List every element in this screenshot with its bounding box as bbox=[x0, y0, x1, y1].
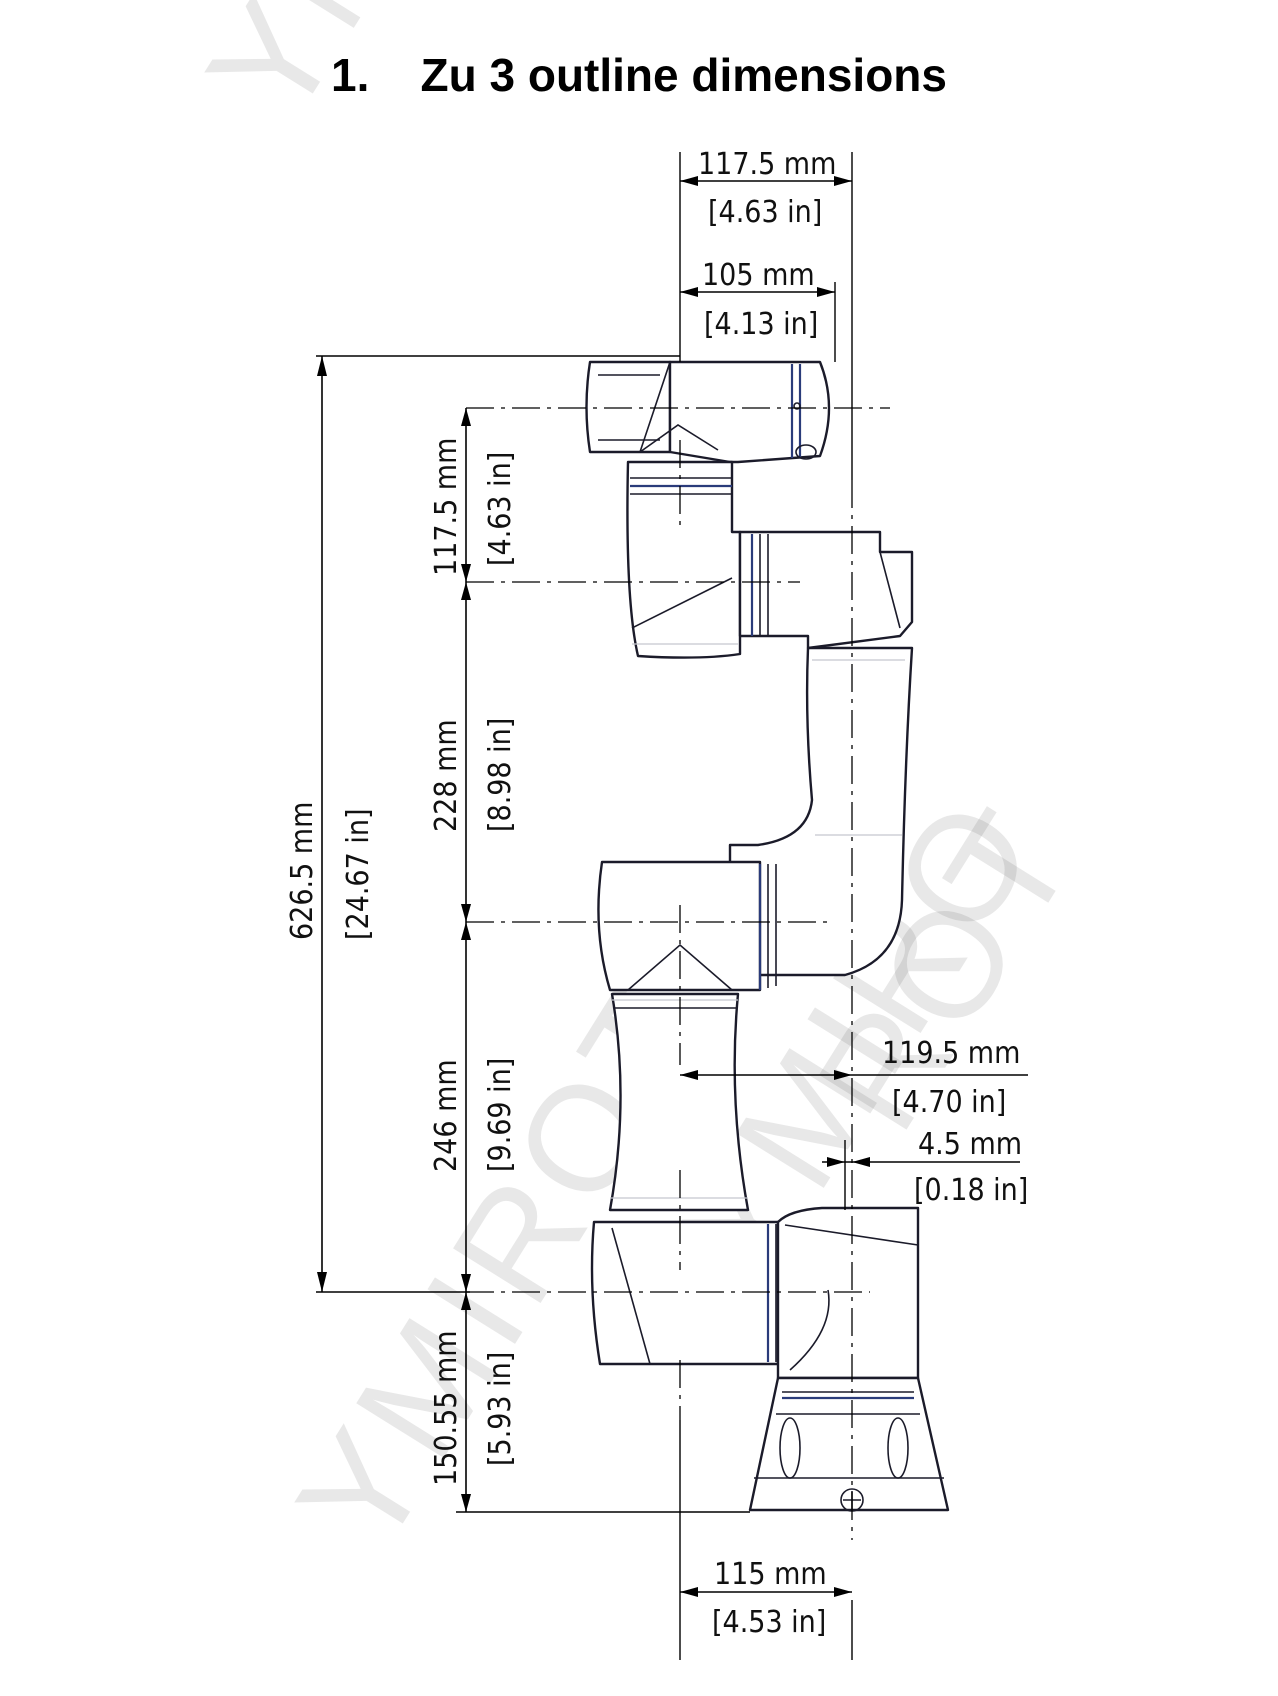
dim-total-height: 626.5 mm [24.67 in] bbox=[285, 356, 376, 1292]
lower-arm-link bbox=[608, 992, 750, 1212]
elbow-joint bbox=[597, 860, 762, 992]
center-lines bbox=[466, 407, 890, 1540]
shoulder-joint bbox=[590, 1220, 780, 1366]
dim-upper-segment-mm: 228 mm bbox=[429, 719, 464, 832]
page-title: 1. Zu 3 outline dimensions bbox=[0, 48, 1278, 102]
dim-base-offset-mm: 115 mm bbox=[714, 1557, 827, 1592]
dim-top-width-in: [4.63 in] bbox=[708, 195, 822, 230]
robot-arm bbox=[585, 360, 950, 1512]
end-joint bbox=[585, 360, 672, 454]
wrist-roll-joint bbox=[738, 530, 914, 650]
dim-base-segment-mm: 150.55 mm bbox=[429, 1330, 464, 1486]
dim-wrist-segment-mm: 117.5 mm bbox=[429, 438, 464, 576]
watermark-top: YM bbox=[175, 0, 445, 147]
dim-total-height-mm: 626.5 mm bbox=[285, 802, 320, 940]
dimension-lines: 117.5 mm [4.63 in] 105 mm [4.13 in] 626.… bbox=[285, 147, 1028, 1660]
dim-lower-segment-mm: 246 mm bbox=[429, 1059, 464, 1172]
dim-total-height-in: [24.67 in] bbox=[341, 809, 376, 940]
dim-upper-segment: 228 mm [8.98 in] bbox=[429, 582, 518, 922]
dim-upper-segment-in: [8.98 in] bbox=[483, 718, 518, 832]
dim-lower-segment-in: [9.69 in] bbox=[483, 1058, 518, 1172]
title-text: Zu 3 outline dimensions bbox=[420, 49, 947, 101]
dim-right-offset: 119.5 mm [4.70 in] bbox=[680, 1036, 1028, 1120]
title-number: 1. bbox=[331, 49, 370, 101]
dim-wrist-segment: 117.5 mm [4.63 in] bbox=[429, 408, 518, 582]
dim-top-inner-in: [4.13 in] bbox=[704, 307, 818, 342]
base-pedestal bbox=[748, 1376, 950, 1512]
dim-base-offset: 115 mm [4.53 in] bbox=[679, 1420, 853, 1660]
dim-base-segment: 150.55 mm [5.93 in] bbox=[429, 1292, 518, 1512]
dim-top-inner-mm: 105 mm bbox=[702, 258, 815, 293]
wrist-joint bbox=[626, 460, 742, 659]
dim-lower-segment: 246 mm [9.69 in] bbox=[429, 922, 518, 1292]
dim-top-inner: 105 mm [4.13 in] bbox=[680, 258, 835, 342]
dim-small-offset-mm: 4.5 mm bbox=[918, 1127, 1022, 1162]
dim-wrist-segment-in: [4.63 in] bbox=[483, 452, 518, 566]
dim-top-width-mm: 117.5 mm bbox=[698, 147, 836, 182]
dim-small-offset: 4.5 mm [0.18 in] bbox=[822, 1127, 1028, 1210]
dim-base-offset-in: [4.53 in] bbox=[712, 1605, 826, 1640]
base-joint bbox=[776, 1206, 920, 1380]
dim-right-offset-mm: 119.5 mm bbox=[882, 1036, 1020, 1071]
dim-base-segment-in: [5.93 in] bbox=[483, 1352, 518, 1466]
dim-right-offset-in: [4.70 in] bbox=[892, 1085, 1006, 1120]
dim-top-width: 117.5 mm [4.63 in] bbox=[680, 147, 852, 230]
dim-small-offset-in: [0.18 in] bbox=[914, 1173, 1028, 1208]
